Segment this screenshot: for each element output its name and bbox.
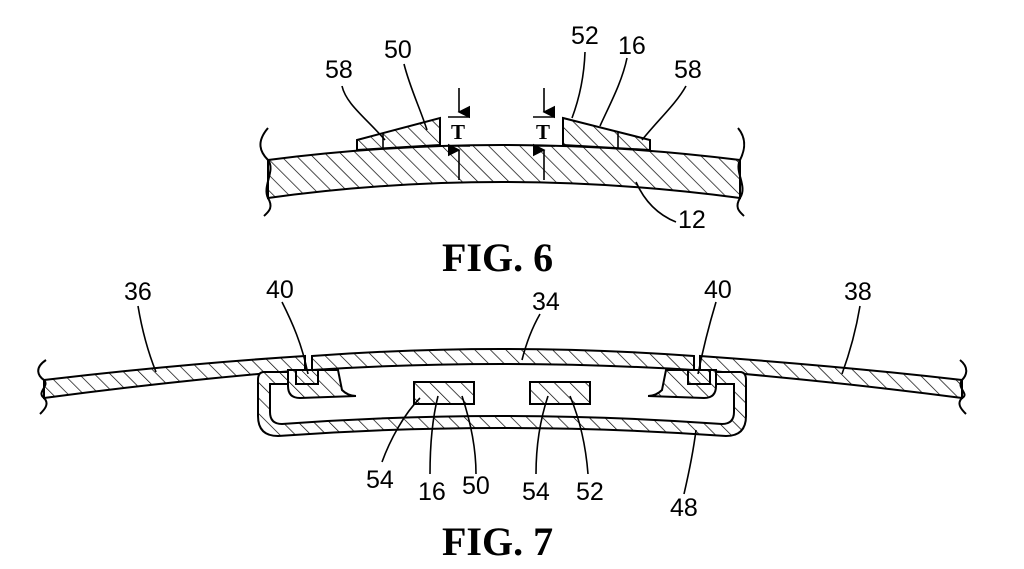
fig6-label-52: 52 — [571, 22, 599, 50]
fig7-label-52: 52 — [576, 478, 604, 506]
fig7-label-54-right: 54 — [522, 478, 550, 506]
fig7-label-40-left: 40 — [266, 276, 294, 304]
fig6-leader-16 — [600, 58, 627, 126]
fig7-label-16: 16 — [418, 478, 446, 506]
fig7-label-50: 50 — [462, 472, 490, 500]
fig7-label-34: 34 — [532, 288, 560, 316]
fig7-leader-48 — [684, 430, 696, 494]
fig7-label-36: 36 — [124, 278, 152, 306]
fig7-cover-34 — [312, 349, 694, 370]
fig7-label-38: 38 — [844, 278, 872, 306]
fig6-label-12: 12 — [678, 206, 706, 234]
fig6-title: FIG. 6 — [442, 235, 553, 280]
fig7-leader-54-right — [536, 396, 548, 474]
fig6-label-50: 50 — [384, 36, 412, 64]
fig6-layer-52 — [563, 118, 650, 150]
fig6-leader-52 — [572, 52, 585, 118]
fig7-leader-38 — [842, 306, 860, 374]
fig7-block-52 — [530, 382, 590, 404]
fig6-substrate-12 — [268, 145, 740, 198]
fig6-leader-58-right — [642, 86, 686, 140]
fig6-leader-50 — [404, 64, 427, 130]
fig7: 36 40 34 40 38 54 16 50 54 52 48 FIG. 7 — [38, 276, 966, 564]
fig7-leader-52 — [570, 396, 588, 474]
fig6-thickness-label-2: T — [536, 120, 550, 144]
fig6: T T 58 50 52 16 58 12 FIG. 6 — [260, 22, 744, 280]
fig7-title: FIG. 7 — [442, 519, 553, 564]
fig7-label-40-right: 40 — [704, 276, 732, 304]
fig7-break-left — [38, 360, 46, 414]
fig7-leader-50 — [462, 396, 476, 474]
fig6-thickness-label-1: T — [451, 120, 465, 144]
fig6-label-58-left: 58 — [325, 56, 353, 84]
fig6-leader-58-left — [342, 86, 385, 140]
fig6-label-58-right: 58 — [674, 56, 702, 84]
fig7-label-54-left: 54 — [366, 466, 394, 494]
fig7-leader-36 — [138, 306, 156, 372]
fig6-label-16: 16 — [618, 32, 646, 60]
fig7-leader-16 — [430, 396, 438, 474]
fig7-label-48: 48 — [670, 494, 698, 522]
fig7-block-50 — [414, 382, 474, 404]
